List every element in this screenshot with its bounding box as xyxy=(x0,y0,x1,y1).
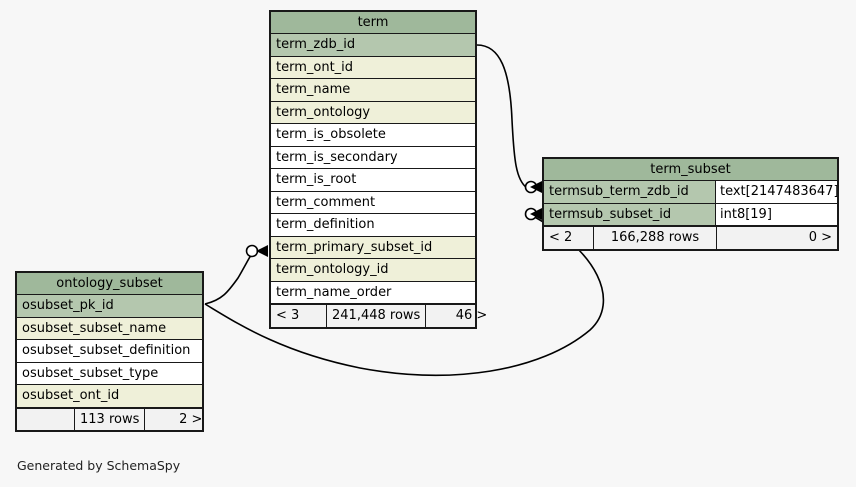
footer-row-count: 166,288 rows xyxy=(594,227,717,249)
column-type: int8[19] xyxy=(715,203,837,225)
table-row[interactable]: osubset_subset_type xyxy=(17,362,202,385)
footer-child-count[interactable]: 46 > xyxy=(455,308,488,324)
column-name: term_zdb_id xyxy=(276,38,356,52)
zero-marker-term-subset-col1 xyxy=(524,180,538,194)
column-name: term_is_root xyxy=(276,173,357,187)
column-name: osubset_ont_id xyxy=(22,389,120,403)
crowsfoot-term-subset-col1 xyxy=(530,181,542,193)
column-name: osubset_subset_type xyxy=(22,366,159,380)
column-name: osubset_subset_name xyxy=(22,321,167,335)
column-name: term_primary_subset_id xyxy=(276,240,433,254)
table-row[interactable]: term_name xyxy=(271,79,475,102)
table-ontology-subset[interactable]: ontology_subset osubset_pk_id osubset_su… xyxy=(15,271,204,432)
footer-child-count[interactable]: 0 > xyxy=(808,230,832,246)
column-name: osubset_pk_id xyxy=(22,299,114,313)
zero-marker-term-primary-subset-id xyxy=(245,244,259,258)
table-term-subset-title: term_subset xyxy=(544,159,837,181)
table-row[interactable]: osubset_pk_id xyxy=(17,295,202,318)
table-row[interactable]: termsub_subset_id int8[19] xyxy=(544,203,837,226)
table-footer: < 3 241,448 rows 46 > xyxy=(271,304,487,327)
footer-row-count: 241,448 rows xyxy=(327,305,427,327)
table-row[interactable]: term_name_order xyxy=(271,281,475,304)
column-name: termsub_term_zdb_id xyxy=(549,185,689,199)
table-term[interactable]: term term_zdb_id term_ont_id term_name t… xyxy=(269,10,487,329)
table-row[interactable]: term_ontology xyxy=(271,101,475,124)
table-row[interactable]: termsub_term_zdb_id text[2147483647] xyxy=(544,181,837,204)
table-footer: < 2 166,288 rows 0 > xyxy=(544,226,837,249)
column-name: termsub_subset_id xyxy=(549,207,672,221)
table-term-title: term xyxy=(271,12,475,34)
table-row[interactable]: term_primary_subset_id xyxy=(271,236,475,259)
column-name: term_comment xyxy=(276,195,376,209)
crowsfoot-term-primary-subset-id xyxy=(256,245,268,257)
table-row[interactable]: term_is_obsolete xyxy=(271,124,475,147)
edge-ontology-subset-to-term xyxy=(204,251,254,305)
footer-parent-count[interactable] xyxy=(17,408,75,430)
column-type: text[2147483647] xyxy=(715,181,837,203)
table-ontology-subset-title: ontology_subset xyxy=(17,273,202,295)
diagram-caption: Generated by SchemaSpy xyxy=(17,458,181,473)
table-row[interactable]: term_definition xyxy=(271,214,475,237)
table-row[interactable]: term_ontology_id xyxy=(271,259,475,282)
footer-parent-count[interactable]: < 3 xyxy=(271,305,327,327)
edge-term-to-term-subset xyxy=(476,44,528,189)
table-row[interactable]: osubset_subset_name xyxy=(17,317,202,340)
column-name: term_definition xyxy=(276,218,375,232)
table-row[interactable]: osubset_subset_definition xyxy=(17,340,202,363)
column-name: term_ontology_id xyxy=(276,263,389,277)
table-term-subset[interactable]: term_subset termsub_term_zdb_id text[214… xyxy=(542,157,839,251)
table-row[interactable]: term_zdb_id xyxy=(271,34,475,57)
table-row[interactable]: term_is_secondary xyxy=(271,146,475,169)
column-name: term_name_order xyxy=(276,285,392,299)
column-name: term_is_obsolete xyxy=(276,128,386,142)
crowsfoot-term-subset-col2 xyxy=(530,208,542,220)
table-row[interactable]: term_is_root xyxy=(271,169,475,192)
table-footer: 113 rows 2 > xyxy=(17,407,202,430)
table-row[interactable]: term_comment xyxy=(271,191,475,214)
footer-child-count[interactable]: 2 > xyxy=(179,411,203,427)
zero-marker-term-subset-col2 xyxy=(524,207,538,221)
table-row[interactable]: term_ont_id xyxy=(271,56,475,79)
footer-parent-count[interactable]: < 2 xyxy=(544,227,594,249)
column-name: term_ontology xyxy=(276,105,371,119)
footer-row-count: 113 rows xyxy=(75,408,146,430)
column-name: term_is_secondary xyxy=(276,150,398,164)
column-name: term_ont_id xyxy=(276,60,354,74)
column-name: osubset_subset_definition xyxy=(22,344,191,358)
column-name: term_name xyxy=(276,83,351,97)
table-row[interactable]: osubset_ont_id xyxy=(17,385,202,408)
